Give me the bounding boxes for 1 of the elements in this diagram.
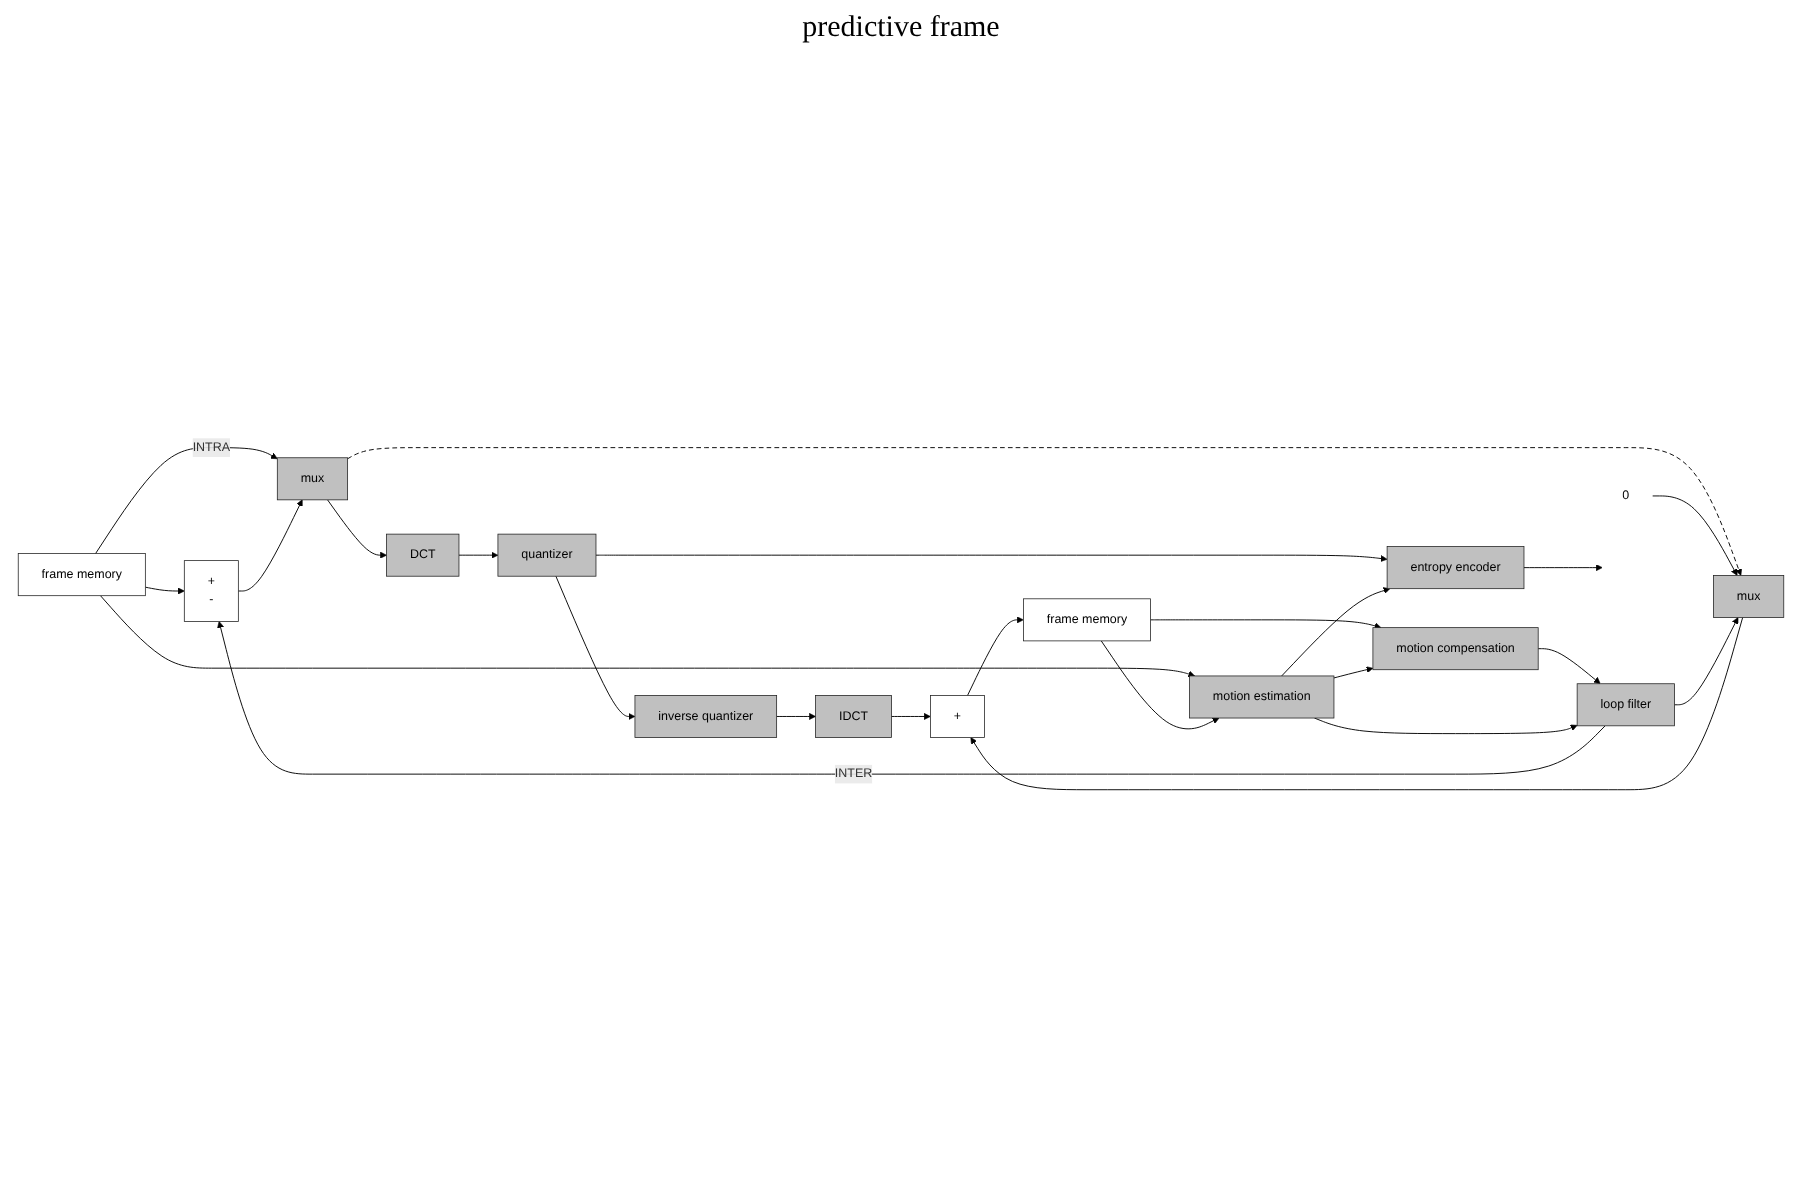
annotation-label: predictive frame: [802, 12, 1000, 44]
